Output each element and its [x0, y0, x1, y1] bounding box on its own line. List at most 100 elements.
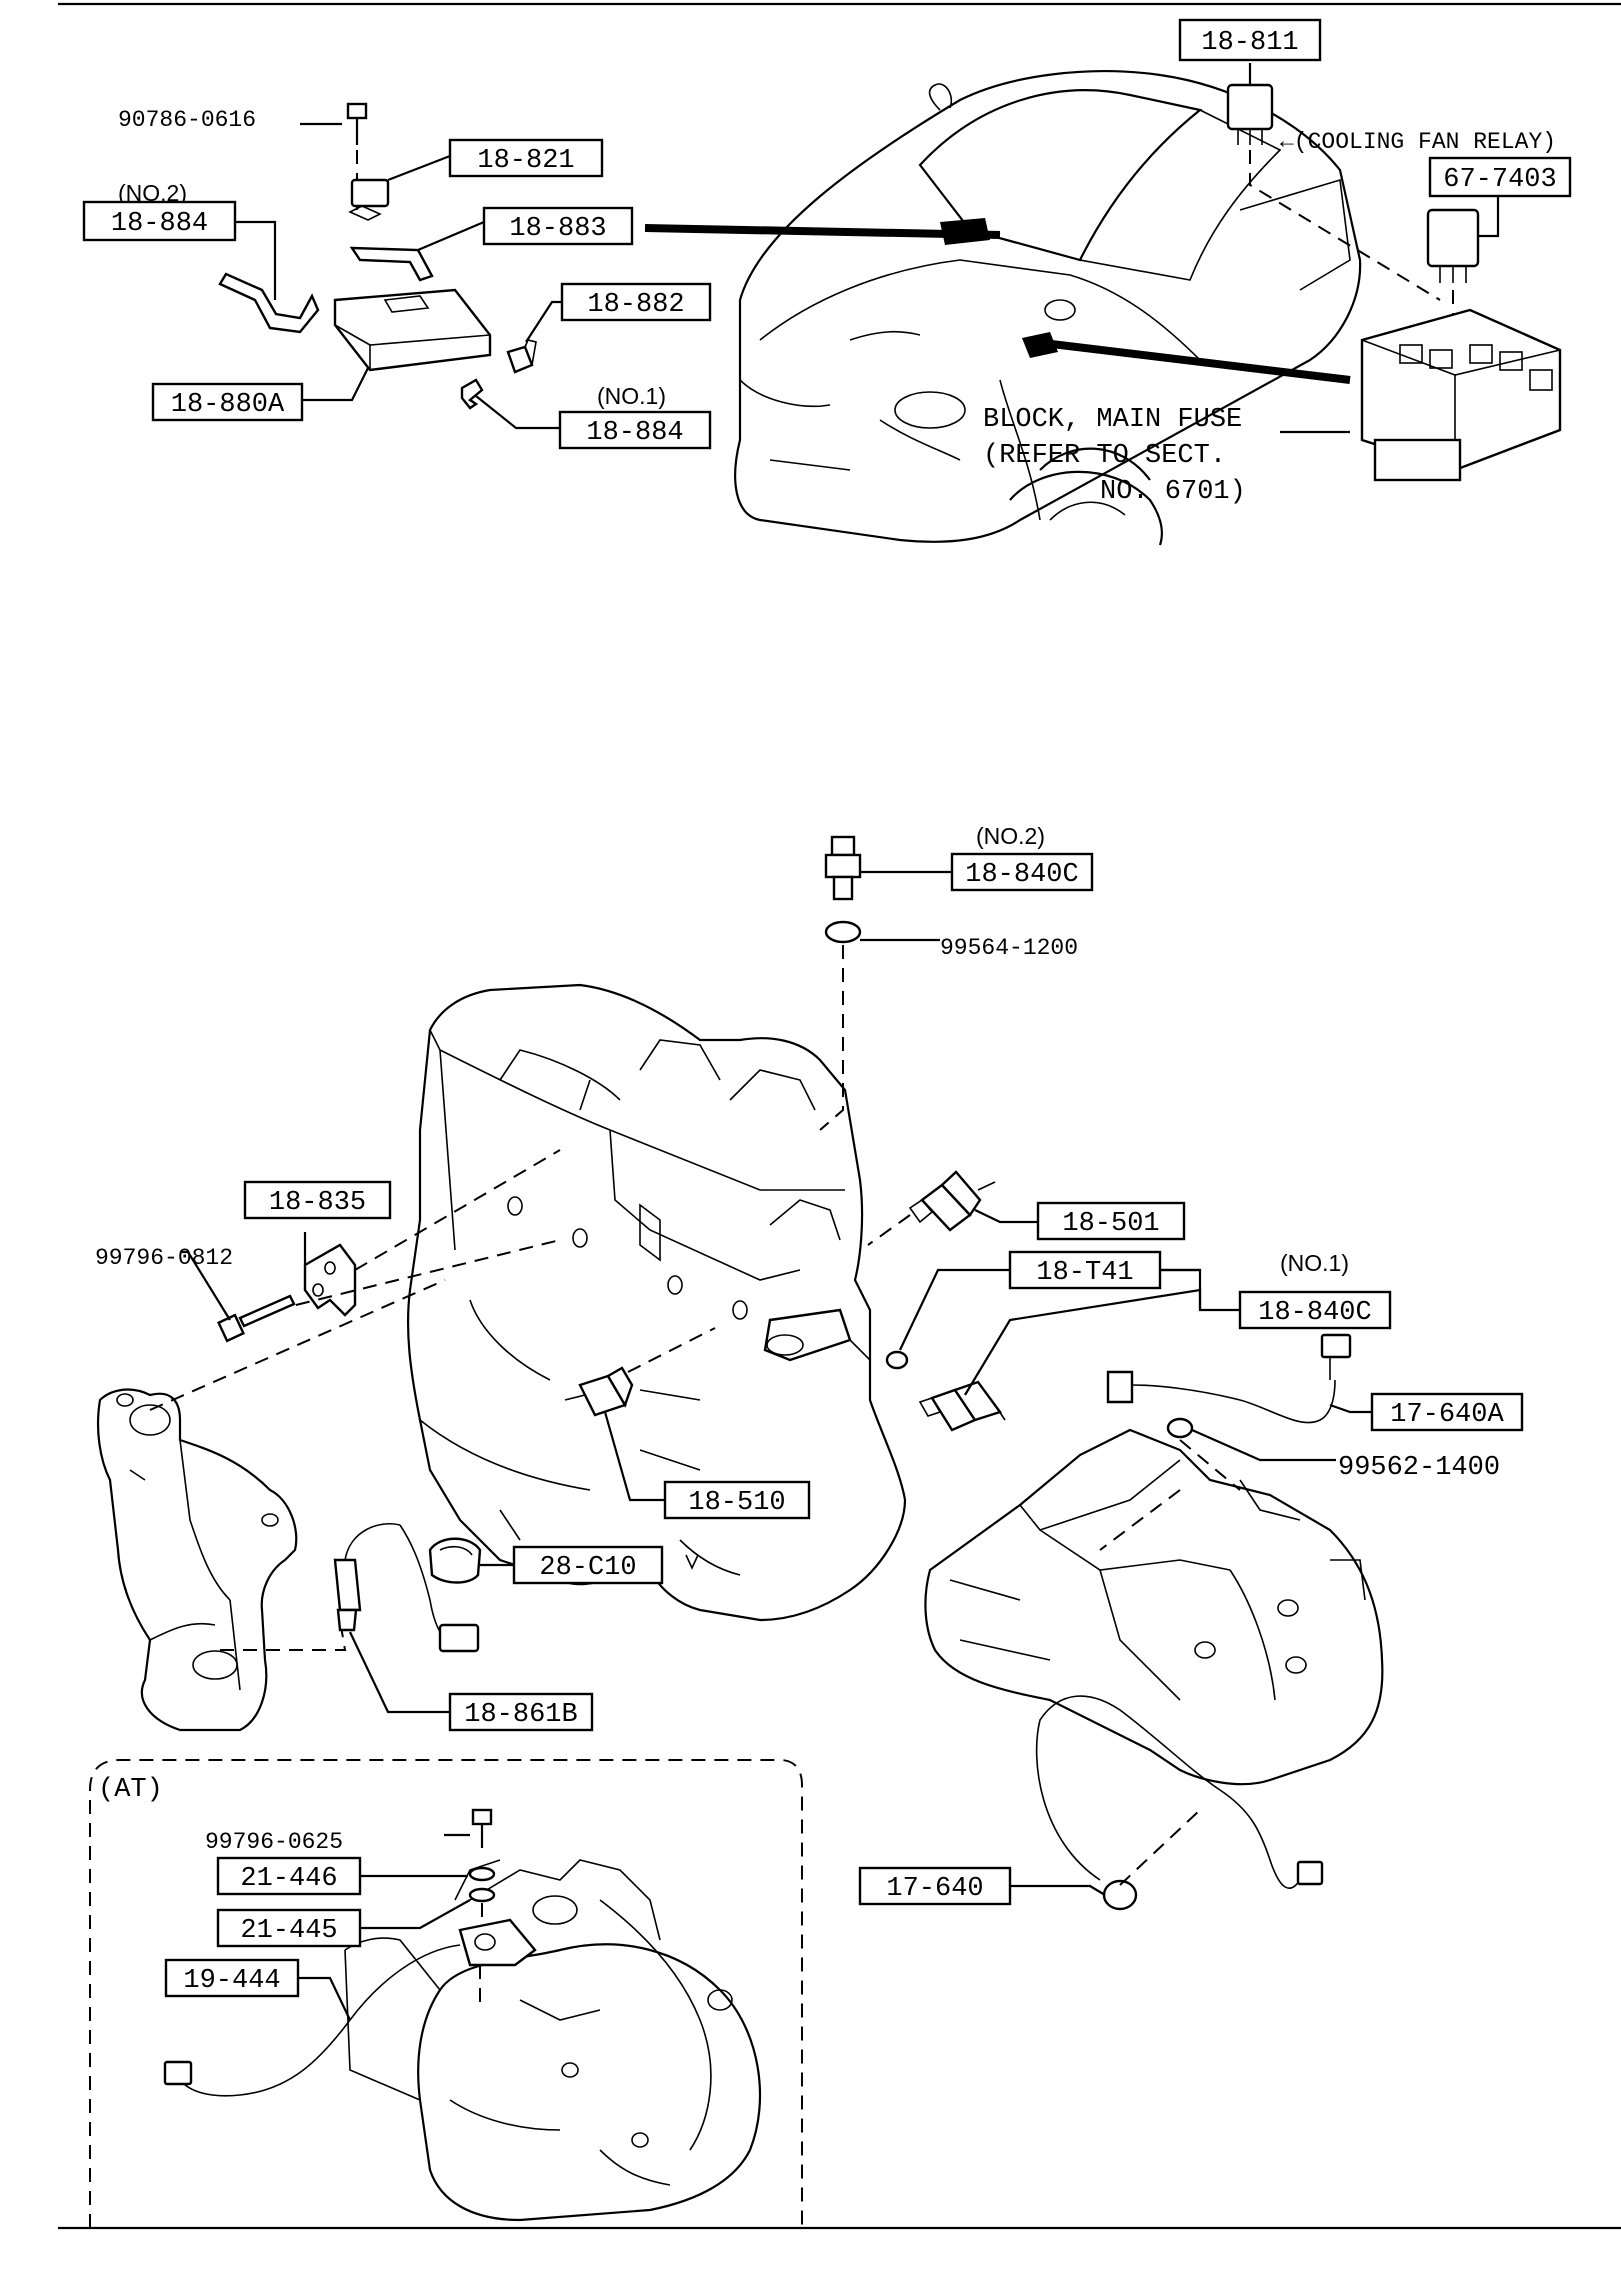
bracket-18-883-drawing [349, 246, 434, 282]
part-number-21-445-box [216, 1908, 362, 1948]
part-number-99796-0625-text: 99796-0625 [205, 1829, 343, 1855]
part-number-21-446-box [216, 1856, 362, 1896]
part-number-18-835-text: 18-835 [269, 1188, 366, 1218]
part-number-28-c10: 28-C10 [512, 1545, 664, 1585]
part-number-21-446-text: 21-446 [240, 1864, 337, 1894]
part-number-21-446: 21-446 [216, 1856, 362, 1896]
part-number-18-840c-no2-box [950, 852, 1094, 892]
part-number-18-510-text: 18-510 [688, 1488, 785, 1518]
oring-18-t41-drawing [885, 1350, 909, 1370]
part-number-99796-0812: 99796-0812 [95, 1245, 233, 1271]
bracket-18-884-no1-drawing [460, 378, 484, 410]
part-number-18-840c-no2-text: 18-840C [965, 860, 1078, 890]
pointer-pcm-marker [940, 218, 990, 245]
part-number-17-640: 17-640 [858, 1866, 1012, 1906]
part-number-18-861b-box [448, 1692, 594, 1732]
part-number-17-640-text: 17-640 [886, 1874, 983, 1904]
part-number-18-835: 18-835 [243, 1180, 392, 1220]
leader-18-861b [349, 1631, 450, 1714]
part-number-18-884-no2-box [82, 200, 237, 242]
part-number-99796-0812-text: 99796-0812 [95, 1245, 233, 1271]
part-number-99564-1200: 99564-1200 [940, 935, 1078, 961]
leader-99796-0812 [180, 1250, 231, 1321]
leader-18-501 [974, 1209, 1038, 1224]
part-number-18-821-box [448, 138, 604, 178]
part-number-21-445-text: 21-445 [240, 1916, 337, 1946]
leader-18-840c-no1 [964, 1288, 1240, 1396]
leader-19-444 [298, 1976, 351, 2021]
part-number-90786-0616-text: 90786-0616 [118, 107, 256, 133]
part-number-18-880a: 18-880A [151, 382, 304, 422]
dashed-18-510-to-engine [627, 1327, 716, 1373]
engine-marker [685, 1554, 699, 1570]
part-number-18-501: 18-501 [1036, 1201, 1186, 1241]
leader-18-t41 [899, 1268, 1010, 1351]
part-number-28-c10-box [512, 1545, 664, 1585]
washer-21-446-drawing [468, 1866, 496, 1882]
at-section [89, 1759, 803, 2228]
part-number-18-882-text: 18-882 [587, 290, 684, 320]
note-block-main-fuse-line1: BLOCK, MAIN FUSE [983, 405, 1242, 435]
bolt-90786-0616-drawing [346, 102, 368, 145]
bolt-99796-0625-drawing [471, 1808, 493, 1848]
part-number-18-880a-text: 18-880A [171, 390, 285, 420]
leader-18-821 [387, 154, 451, 182]
part-number-18-883-box [482, 206, 634, 246]
dashed-17-640 [1119, 1809, 1201, 1886]
part-number-90786-0616: 90786-0616 [118, 107, 256, 133]
sensor-18-840c-no2-drawing [824, 835, 862, 901]
part-number-19-444-box [164, 1958, 300, 1998]
main-fuse-block-drawing [1360, 308, 1562, 482]
leader-18-882 [525, 300, 562, 343]
o2-sensor-18-861b-drawing [333, 1523, 480, 1653]
bracket-join-18-840c [1160, 1268, 1202, 1310]
note-cooling-fan-relay: ←(COOLING FAN RELAY) [1280, 129, 1556, 155]
note-block-main-fuse-line1-text: BLOCK, MAIN FUSE [983, 405, 1242, 435]
bolt-99796-0812-drawing [217, 1294, 296, 1343]
leader-18-884-no1 [475, 395, 560, 430]
leader-18-510 [603, 1411, 665, 1502]
note-block-main-fuse-line3-text: NO. 6701) [1100, 477, 1246, 507]
note-block-main-fuse-line2: (REFER TO SECT. [983, 441, 1226, 471]
part-number-18-884-no1: 18-884 [558, 410, 712, 450]
part-number-18-882-box [560, 282, 712, 322]
note-block-main-fuse-line3: NO. 6701) [1100, 477, 1246, 507]
part-number-18-882: 18-882 [560, 282, 712, 322]
gasket-99564-drawing [824, 920, 862, 944]
relay-67-7403-drawing [1426, 208, 1480, 283]
part-number-18-t41-box [1008, 1250, 1162, 1290]
part-number-18-821-text: 18-821 [477, 146, 574, 176]
leader-18-880a [302, 367, 369, 402]
dashed-route-sensor-no2 [819, 945, 844, 1131]
clip-28-c10-drawing [428, 1537, 482, 1584]
pointer-fuse-block-location [1034, 338, 1351, 384]
note-no1-bottom-text: (NO.1) [1280, 1250, 1349, 1276]
harness-17-640-drawing [1035, 1695, 1324, 1911]
note-block-main-fuse-line2-text: (REFER TO SECT. [983, 441, 1226, 471]
part-number-18-510: 18-510 [663, 1480, 811, 1520]
part-number-17-640a-text: 17-640A [1390, 1400, 1504, 1430]
part-number-18-t41: 18-T41 [1008, 1250, 1162, 1290]
part-number-18-840c-no1-box [1238, 1290, 1392, 1330]
bracket-18-884-no2-drawing [218, 272, 320, 334]
note-no1-top: (NO.1) [597, 383, 666, 409]
part-number-28-c10-text: 28-C10 [539, 1553, 636, 1583]
sensor-18-510-drawing [564, 1366, 634, 1417]
part-number-18-884-no1-box [558, 410, 712, 450]
part-number-19-444: 19-444 [164, 1958, 300, 1998]
leader-18-883 [417, 220, 485, 252]
part-number-99564-1200-text: 99564-1200 [940, 935, 1078, 961]
relay-18-821-drawing [348, 178, 390, 221]
part-number-18-811-text: 18-811 [1201, 28, 1298, 58]
at-section-title: (AT) [98, 1775, 163, 1805]
part-number-18-840c-no2: 18-840C [950, 852, 1094, 892]
bottom-section [96, 835, 1384, 1911]
part-number-18-884-no2: 18-884 [82, 200, 237, 242]
part-number-18-861b-text: 18-861B [464, 1700, 577, 1730]
dashed-17-640a-to-trans [1179, 1439, 1241, 1491]
part-number-17-640-box [858, 1866, 1012, 1906]
part-number-18-883: 18-883 [482, 206, 634, 246]
engine-block-drawing [406, 983, 907, 1622]
gasket-99562-drawing [1166, 1417, 1194, 1439]
